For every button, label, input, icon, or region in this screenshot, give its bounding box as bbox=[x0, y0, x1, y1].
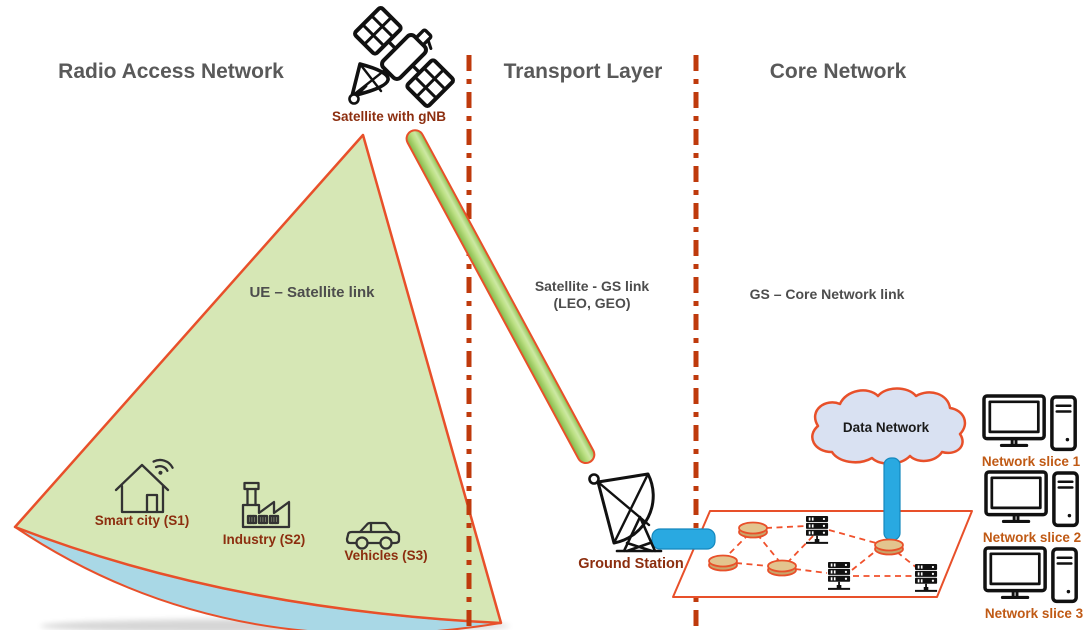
core-mesh-links bbox=[725, 525, 918, 577]
router-node bbox=[738, 521, 768, 539]
router-node bbox=[708, 554, 738, 572]
smart-city-house-icon bbox=[114, 458, 174, 514]
desktop-computer-icon bbox=[982, 394, 1077, 452]
factory-icon bbox=[241, 481, 291, 529]
satellite-icon bbox=[348, 6, 455, 108]
gs-to-core-link-bar bbox=[651, 528, 716, 550]
smart-city-label: Smart city (S1) bbox=[94, 513, 190, 528]
router-node bbox=[767, 559, 797, 577]
router-node bbox=[874, 538, 904, 556]
ue-satellite-beam-cone bbox=[13, 133, 503, 625]
ue-satellite-link-label: UE – Satellite link bbox=[249, 284, 375, 301]
section-title-radio-access-network: Radio Access Network bbox=[58, 60, 284, 83]
section-title-core-network: Core Network bbox=[769, 60, 907, 83]
network-slice-1-label: Network slice 1 bbox=[981, 454, 1081, 469]
car-icon bbox=[345, 521, 401, 550]
satellite-gs-link-label: Satellite - GS link bbox=[534, 278, 650, 294]
cloud-to-core-link-bar bbox=[883, 457, 901, 541]
desktop-computer-icon bbox=[983, 546, 1078, 604]
network-slice-2-label: Network slice 2 bbox=[982, 530, 1082, 545]
satellite-gs-beam bbox=[405, 129, 596, 465]
section-title-transport-layer: Transport Layer bbox=[503, 60, 663, 83]
satellite-label: Satellite with gNB bbox=[331, 109, 447, 124]
industry-label: Industry (S2) bbox=[222, 532, 306, 547]
gs-core-link-label: GS – Core Network link bbox=[749, 286, 905, 302]
desktop-computer-icon bbox=[984, 470, 1079, 528]
network-slice-3-label: Network slice 3 bbox=[984, 606, 1084, 621]
satellite-dish-icon bbox=[588, 472, 663, 553]
core-router-nodes bbox=[708, 521, 904, 577]
satellite-gs-link-sublabel: (LEO, GEO) bbox=[553, 295, 631, 311]
data-network-label: Data Network bbox=[842, 420, 930, 435]
vehicles-label: Vehicles (S3) bbox=[344, 548, 428, 563]
ground-station-label: Ground Station bbox=[578, 556, 684, 572]
